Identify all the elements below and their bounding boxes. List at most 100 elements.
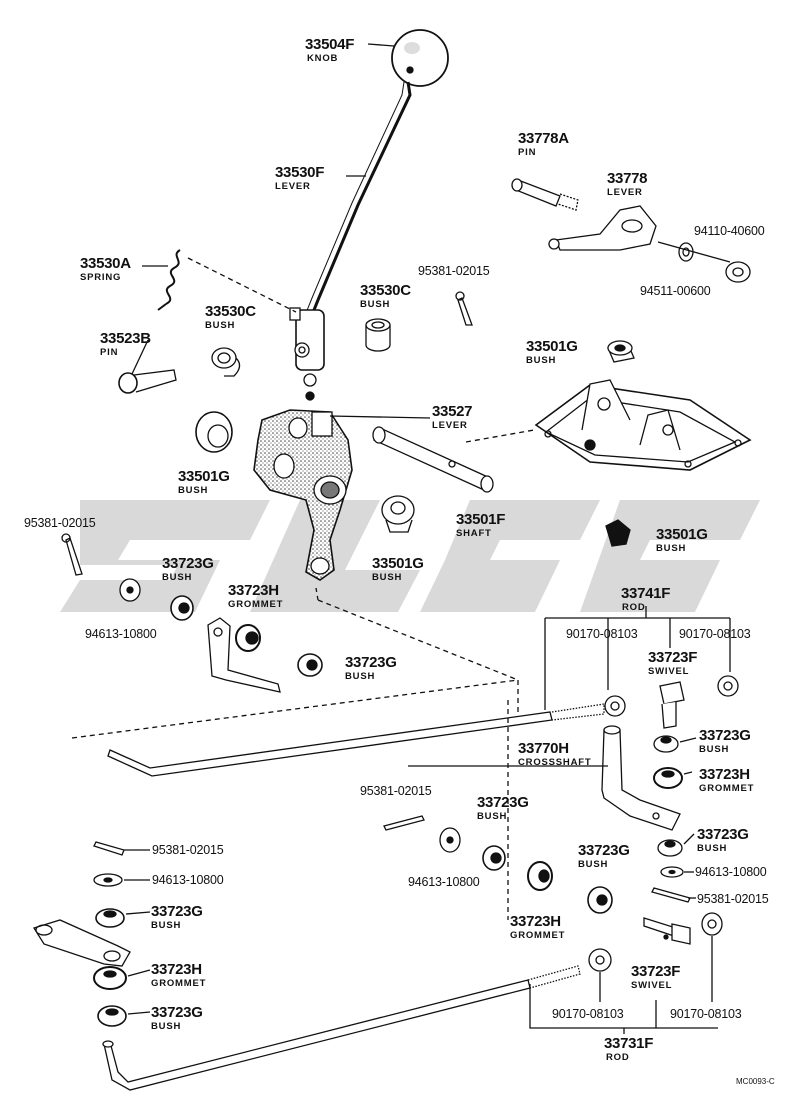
label-bush-33723g-f: 33723G BUSH [697,827,749,854]
part-number: 33723G [697,826,749,843]
label-cotter-right: 95381-02015 [697,892,769,906]
part-name: BUSH [656,543,687,554]
part-name: BUSH [360,299,391,310]
grommet-a-icon [235,624,261,652]
label-grommet-c: 33723H GROMMET [510,914,565,941]
bush-33723g-g-icon [95,908,125,928]
label-washer-ll: 94613-10800 [152,873,224,887]
label-spring: 33530A SPRING [80,256,131,283]
label-shaft-33501f: 33501F SHAFT [456,512,505,539]
label-grommet-d: 33723H GROMMET [151,962,206,989]
label-bush-33723g-d: 33723G BUSH [477,795,529,822]
bush-33723g-c-icon [653,735,679,753]
nut-90170-a-icon [604,695,626,717]
label-bush-33723g-h: 33723G BUSH [151,1005,203,1032]
part-name: BUSH [477,811,508,822]
part-number: 33778A [518,130,569,147]
relay-lever-icon [33,919,131,967]
label-bush-33501g-right: 33501G BUSH [656,527,708,554]
label-lever-33527: 33527 LEVER [432,404,473,431]
washer-right-icon [660,866,684,878]
part-number: 33501G [656,526,708,543]
label-washer-left: 94613-10800 [85,627,157,641]
nut-94110-icon [725,261,751,283]
label-cotter-mid: 95381-02015 [360,784,432,798]
part-number: 33723G [477,794,529,811]
part-number: 33723G [578,842,630,859]
label-cotter-top: 95381-02015 [418,264,490,278]
label-bush-33723g-b: 33723G BUSH [345,655,397,682]
bush-33723g-b-icon [297,653,323,677]
part-name: LEVER [432,420,468,431]
rod-33741f-icon [107,703,605,777]
label-pin-top: 33778A PIN [518,131,569,158]
label-bush-33501g-top: 33501G BUSH [526,339,578,366]
label-knob: 33504F KNOB [305,37,354,64]
cotter-mid-icon [383,815,425,831]
part-name: LEVER [275,181,311,192]
label-rod-33731f: 33731F ROD [604,1036,653,1063]
bush-33723g-a-icon [170,595,194,621]
label-grommet-a: 33723H GROMMET [228,583,283,610]
cotter-left-icon [65,537,83,576]
cotter-right-icon [651,887,691,903]
part-name: SWIVEL [648,666,690,677]
part-number: 33530C [205,303,256,320]
pin-33778a-icon [511,178,579,211]
crossshaft-icon [601,725,681,831]
part-number: 33723G [151,903,203,920]
label-washer-right: 94613-10800 [695,865,767,879]
part-name: SPRING [80,272,122,283]
part-number: 33723H [228,582,279,599]
part-number: 33770H [518,740,569,757]
part-name: PIN [100,347,119,358]
label-nut-90170-a: 90170-08103 [566,627,638,641]
knob-icon [391,29,449,87]
part-number: 33723G [699,727,751,744]
swivel-b-icon [643,917,691,945]
part-number: 33723F [631,963,681,980]
bush-33530c-right-icon [365,318,391,352]
linework [33,29,752,1091]
nut-90170-c-icon [588,948,612,972]
part-name: PIN [518,147,537,158]
part-name: SWIVEL [631,980,673,991]
label-bush-33723g-e: 33723G BUSH [578,843,630,870]
part-name: BUSH [162,572,193,583]
label-cotter-left: 95381-02015 [24,516,96,530]
diagram-code: MC0093-C [736,1077,775,1086]
label-washer-mid: 94613-10800 [408,875,480,889]
part-number: 33723G [151,1004,203,1021]
bush-33723g-d-icon [482,845,506,871]
label-bush-33723g-g: 33723G BUSH [151,904,203,931]
part-name: LEVER [607,187,643,198]
part-name: BUSH [205,320,236,331]
part-name: BUSH [578,859,609,870]
label-pin-33523b: 33523B PIN [100,331,151,358]
part-name: BUSH [699,744,730,755]
part-number: 33501G [178,468,230,485]
bush-33501g-left-icon [195,411,233,453]
grommet-c-icon [527,861,553,891]
part-name: GROMMET [228,599,284,610]
label-bush-33723g-a: 33723G BUSH [162,556,214,583]
part-number: 33501G [526,338,578,355]
part-number: 33530A [80,255,131,272]
part-number: 33530F [275,164,325,181]
washer-94511-icon [678,242,694,262]
part-name: BUSH [178,485,209,496]
label-lever-top: 33778 LEVER [607,170,648,198]
swivel-a-icon [659,681,685,729]
part-number: 33501G [372,555,424,572]
bush-33501g-top-icon [607,340,635,363]
label-swivel-a: 33723F SWIVEL [648,650,697,677]
label-screw-94110: 94110-40600 [694,224,765,238]
cotter-ll-icon [93,841,125,856]
lever-33778-icon [548,205,657,251]
part-name: BUSH [151,920,182,931]
part-number: 33778 [607,170,648,187]
lever-rod-icon [308,81,412,321]
part-name: BUSH [526,355,557,366]
